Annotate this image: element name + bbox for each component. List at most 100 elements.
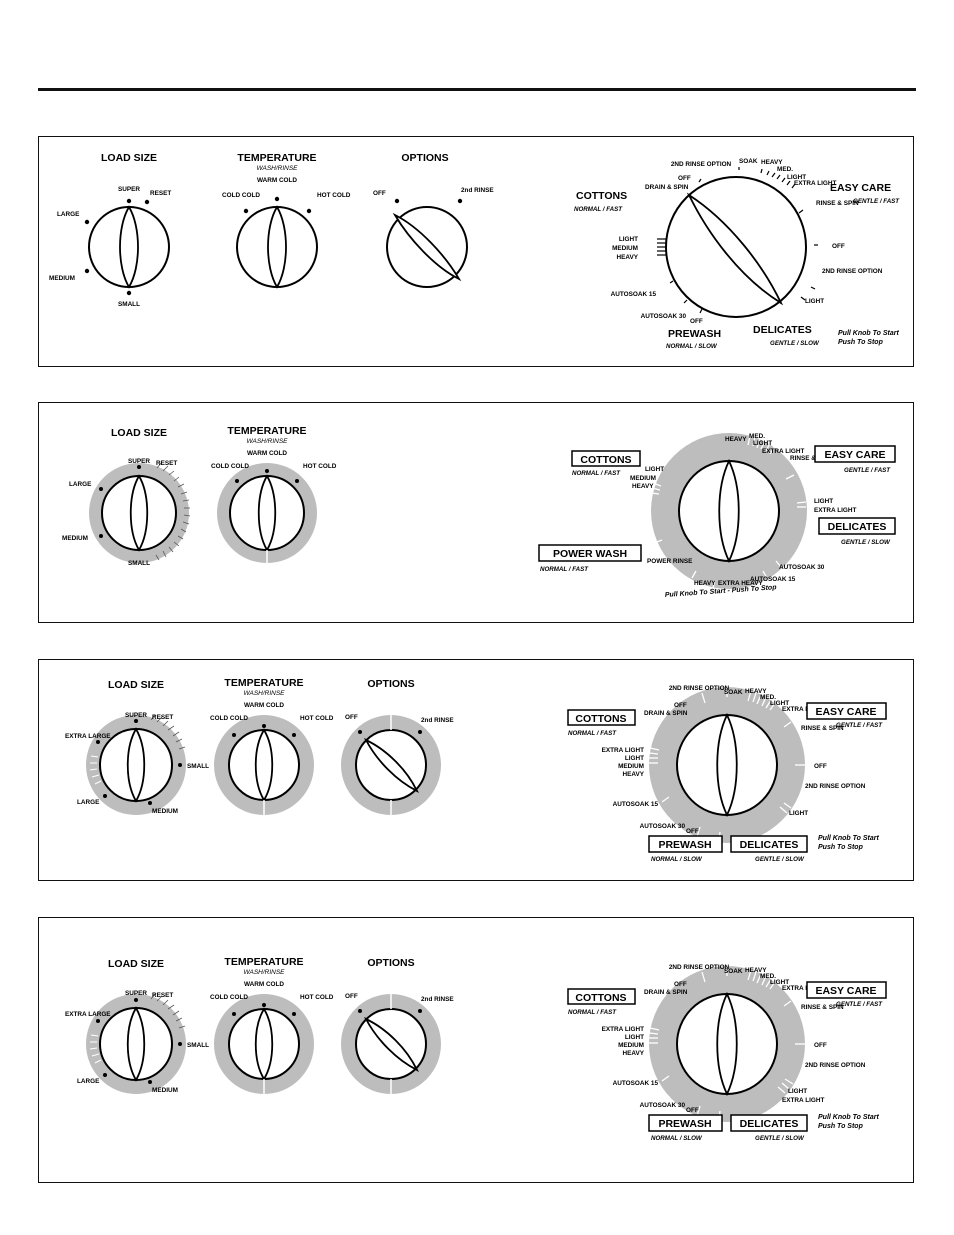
cycle-group-sub: GENTLE / SLOW [755,856,805,863]
cycle-label: MED. [749,433,765,440]
control-panel-3: LOAD SIZE SUPER RESET EXTRA LARGE SMALL … [38,659,914,881]
cycle-label: LIGHT [789,810,808,817]
temp-label-hot-cold: HOT COLD [303,463,337,470]
cycle-knob[interactable] [665,176,807,318]
cycle-label: AUTOSOAK 15 [611,291,657,298]
temperature-title: TEMPERATURE [237,152,316,164]
cycle-label: EXTRA LIGHT [782,1097,824,1104]
knob-ticks [89,755,102,785]
load-label-medium: MEDIUM [49,275,75,282]
temp-label-warm-cold: WARM COLD [244,981,284,988]
dot [134,998,138,1002]
cycle-label: HEAVY [616,254,638,261]
cycle-label: RINSE & SPIN [790,455,833,462]
cycle-group-name: EASY CARE [815,706,876,718]
cycle-label: 2ND RINSE OPTION [822,268,883,275]
options-title: OPTIONS [367,678,414,690]
load-size-knob[interactable] [86,714,186,815]
load-size-knob[interactable] [88,205,170,289]
start-note: Pull Knob To Start [838,330,899,337]
dot [306,208,312,214]
dot [232,1012,236,1016]
cycle-label: LIGHT [625,755,644,762]
load-label-medium: MEDIUM [152,808,178,815]
dot [178,1042,182,1046]
cycle-label: AUTOSOAK 30 [779,564,825,571]
cycle-group-box [814,445,896,463]
cycle-label: MEDIUM [618,1042,644,1049]
cycle-label: AUTOSOAK 30 [641,313,687,320]
temp-label-warm-cold: WARM COLD [247,450,287,457]
dot [103,1073,107,1077]
cycle-label: OFF [674,702,687,709]
control-panel-2: LOAD SIZE SUPER RESET LARGE MEDIUM SMALL… [38,402,914,623]
cycle-label: HEAVY [632,483,654,490]
dot [84,219,90,225]
options-knob[interactable] [341,715,441,815]
cycle-group-box [730,1114,808,1132]
cycle-group-sub: GENTLE / SLOW [770,340,820,347]
load-label-large: LARGE [77,799,100,806]
temperature-knob[interactable] [214,994,314,1094]
cycle-group-sub: GENTLE / SLOW [841,539,891,546]
load-label-large: LARGE [77,1078,100,1085]
cycle-knob[interactable] [649,687,805,843]
options-knob[interactable] [386,206,468,288]
dot [148,1080,152,1084]
dot [103,794,107,798]
cycle-label: DRAIN & SPIN [644,710,688,717]
temperature-knob[interactable] [217,463,317,563]
cycle-group-sub: NORMAL / FAST [568,1009,617,1016]
cycle-group-sub: GENTLE / FAST [853,198,900,205]
cycle-group-box [806,702,887,720]
temp-label-warm-cold: WARM COLD [244,702,284,709]
knob-hatching [150,714,186,750]
options-label-2nd-rinse: 2nd RINSE [421,996,454,1003]
cycle-label: HEAVY [725,436,747,443]
cycle-group-box [538,544,642,562]
cycle-label: EXTRA LIGHT [602,1026,644,1033]
dot [99,487,103,491]
cycle-group-name: EASY CARE [815,985,876,997]
cycle-group-name: EASY CARE [830,182,891,194]
cycle-label: OFF [832,243,845,250]
cycle-label: EXTRA LIGHT [762,448,804,455]
dot [134,719,138,723]
cycle-group-box [648,1114,723,1132]
cycle-knob[interactable] [651,433,807,589]
options-title: OPTIONS [367,957,414,969]
dot [418,1009,422,1013]
cycle-group-name: PREWASH [658,839,711,851]
dot [262,1003,266,1007]
cycle-group-sub: GENTLE / FAST [836,722,883,729]
load-label-reset: RESET [152,714,173,721]
temperature-subtitle: WASH/RINSE [246,438,288,445]
cycle-label: DRAIN & SPIN [645,184,689,191]
load-size-knob[interactable] [86,993,186,1094]
cycle-label: EXTRA LIGHT [782,706,824,713]
cycle-label: OFF [690,318,703,325]
temperature-title: TEMPERATURE [224,677,303,689]
dot [99,534,103,538]
dot [137,465,141,469]
cycle-knob[interactable] [649,966,805,1122]
load-size-title: LOAD SIZE [111,427,167,439]
cycle-label: LIGHT [788,1088,807,1095]
load-size-knob[interactable] [89,462,191,563]
temperature-knob[interactable] [214,715,314,815]
options-knob[interactable] [341,994,441,1094]
cycle-tick-marks [650,435,807,589]
dot [418,730,422,734]
cycle-group-sub: NORMAL / SLOW [651,1135,703,1142]
cycle-label: EXTRA LIGHT [782,985,824,992]
cycle-label: SOAK [724,689,743,696]
temperature-subtitle: WASH/RINSE [243,969,285,976]
cycle-label: HEAVY [745,688,767,695]
cycle-label: SOAK [739,158,758,165]
temperature-knob[interactable] [236,205,318,289]
load-size-title: LOAD SIZE [108,679,164,691]
load-label-reset: RESET [152,992,173,999]
start-note: Push To Stop [818,1123,864,1130]
options-label-2nd-rinse: 2nd RINSE [421,717,454,724]
cycle-label: MEDIUM [612,245,638,252]
